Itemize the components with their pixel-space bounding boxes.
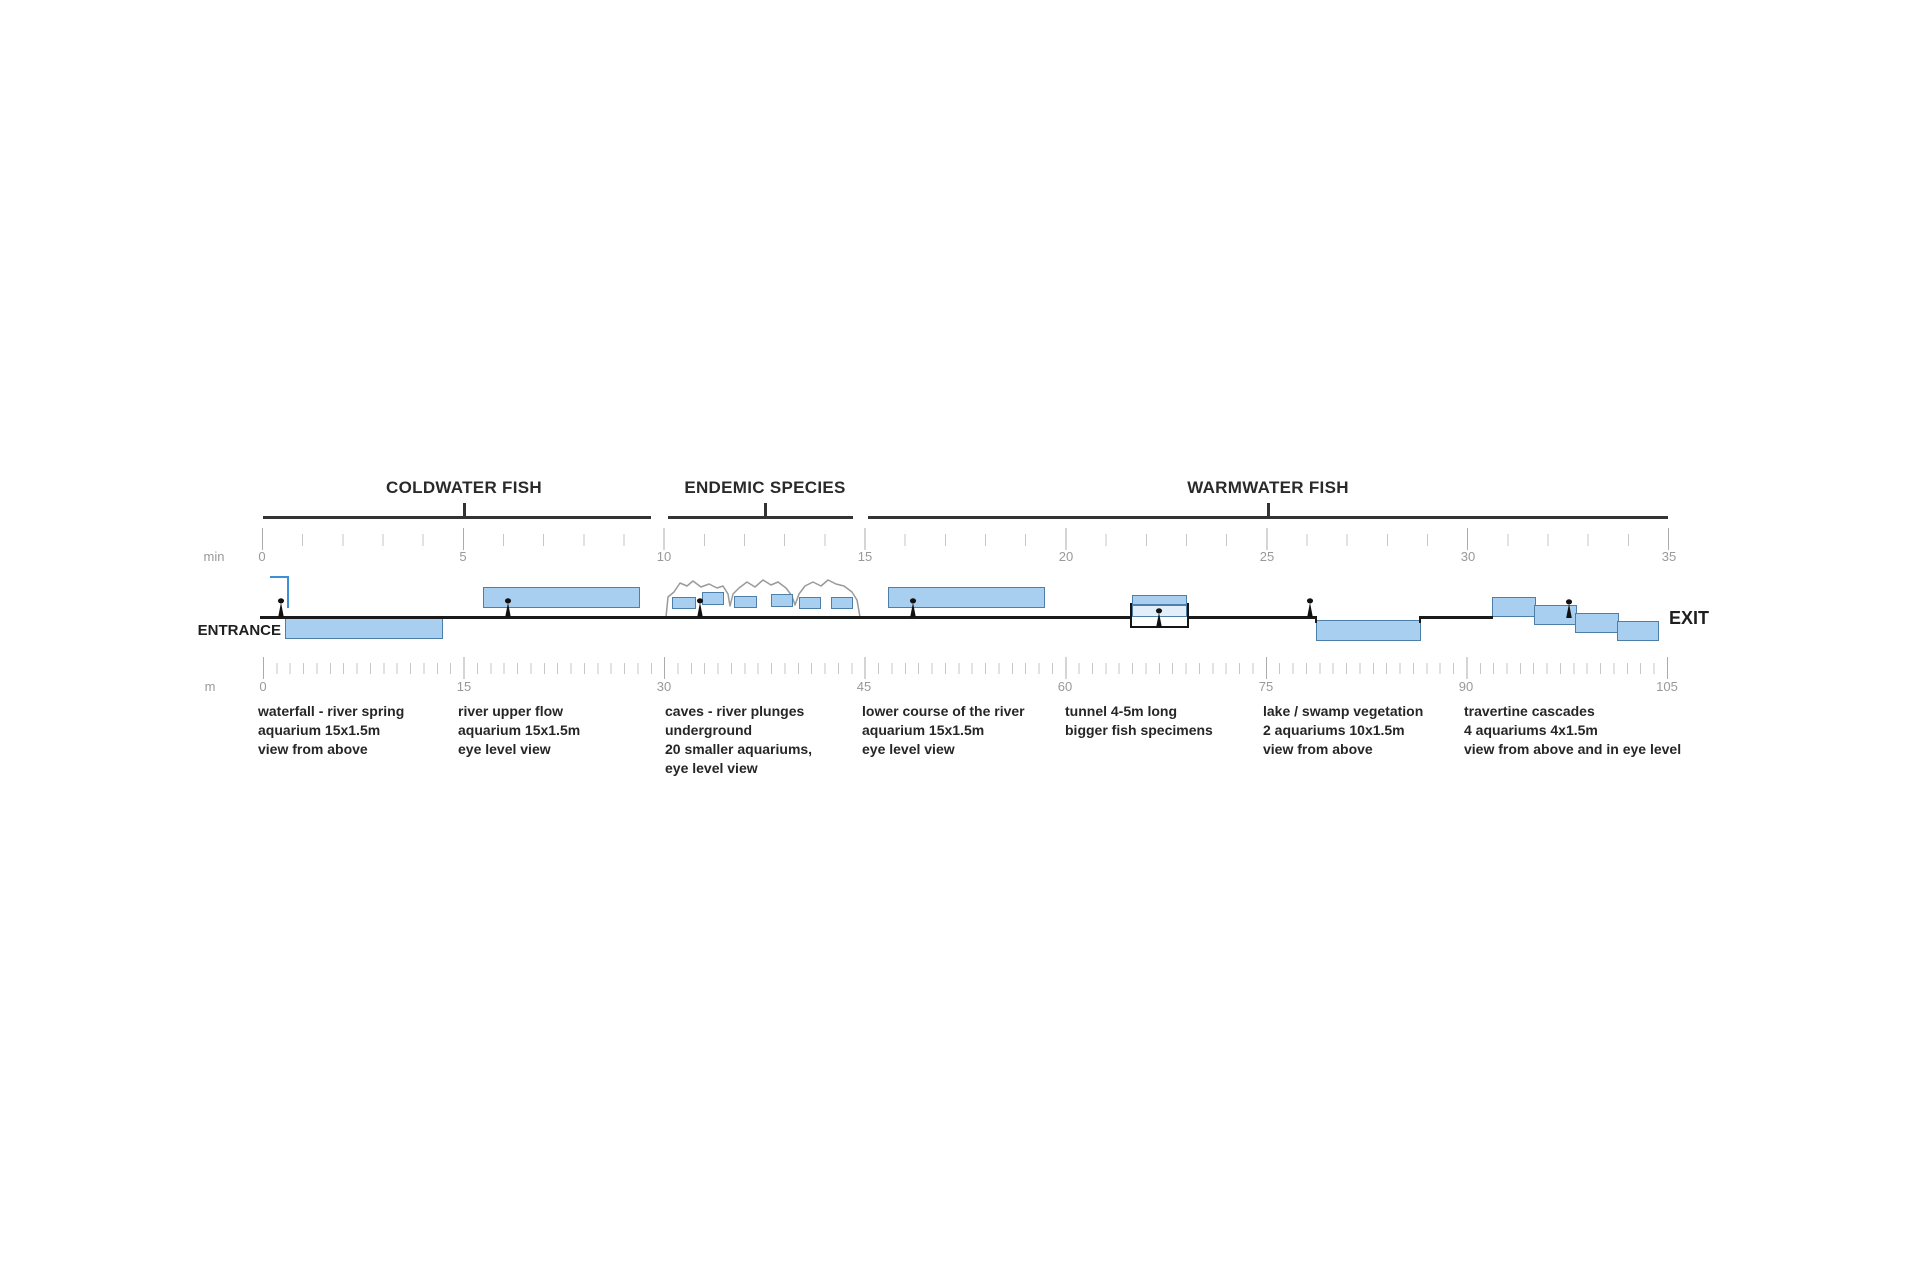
visitor-icon bbox=[1306, 598, 1314, 617]
tunnel-water-surface bbox=[1133, 596, 1186, 606]
minutes-ruler-major-ticks bbox=[262, 528, 1671, 550]
tank-lower-course bbox=[888, 587, 1045, 608]
minutes-tick-label: 0 bbox=[258, 549, 266, 564]
visitor-icon bbox=[277, 598, 285, 617]
section-bracket-tick bbox=[1267, 503, 1270, 517]
section-title-coldwater-fish: COLDWATER FISH bbox=[386, 478, 542, 497]
minutes-ruler-unit: min bbox=[203, 549, 225, 564]
path-step-up bbox=[1419, 616, 1421, 623]
visitor-icon bbox=[909, 598, 917, 617]
meters-tick-label: 15 bbox=[456, 679, 472, 694]
desc-travertine-cascades: travertine cascades 4 aquariums 4x1.5m v… bbox=[1464, 703, 1682, 757]
tank-cave-small-5 bbox=[799, 597, 821, 609]
tank-cave-small-4 bbox=[771, 594, 793, 607]
section-bracket-warmwater bbox=[868, 516, 1668, 519]
entrance-label: ENTRANCE bbox=[197, 622, 281, 639]
minutes-tick-label: 30 bbox=[1460, 549, 1476, 564]
section-title-warmwater-fish: WARMWATER FISH bbox=[1187, 478, 1349, 497]
section-bracket-endemic bbox=[668, 516, 853, 519]
tank-waterfall-river-spring bbox=[285, 617, 443, 639]
minutes-tick-label: 15 bbox=[857, 549, 873, 564]
tank-cave-small-2 bbox=[702, 592, 724, 605]
tank-river-upper-flow bbox=[483, 587, 640, 608]
tank-cascade-1 bbox=[1492, 597, 1536, 617]
meters-tick-label: 75 bbox=[1258, 679, 1274, 694]
minutes-tick-label: 5 bbox=[459, 549, 467, 564]
path-line bbox=[260, 616, 1132, 619]
meters-ruler-major-ticks bbox=[263, 657, 1669, 679]
path-line bbox=[1421, 616, 1493, 619]
meters-tick-label: 45 bbox=[856, 679, 872, 694]
visitor-icon bbox=[1565, 599, 1573, 618]
minutes-tick-label: 25 bbox=[1259, 549, 1275, 564]
path-step-down bbox=[1315, 616, 1317, 623]
minutes-tick-label: 20 bbox=[1058, 549, 1074, 564]
tank-cave-small-6 bbox=[831, 597, 853, 609]
waterfall-inflow-icon bbox=[270, 576, 289, 608]
desc-tunnel: tunnel 4-5m long bigger fish specimens bbox=[1065, 703, 1213, 738]
meters-tick-label: 0 bbox=[259, 679, 267, 694]
section-bracket-tick bbox=[463, 503, 466, 517]
tank-cascade-4 bbox=[1617, 621, 1659, 641]
tank-lake-swamp bbox=[1316, 620, 1421, 641]
meters-tick-label: 90 bbox=[1458, 679, 1474, 694]
section-bracket-coldwater bbox=[263, 516, 651, 519]
meters-tick-label: 105 bbox=[1656, 679, 1678, 694]
meters-ruler-unit: m bbox=[204, 679, 216, 694]
tank-cascade-3 bbox=[1575, 613, 1619, 633]
desc-lower-course: lower course of the river aquarium 15x1.… bbox=[862, 703, 1025, 757]
path-line bbox=[1187, 616, 1317, 619]
exit-label: EXIT bbox=[1669, 608, 1710, 628]
tank-cave-small-1 bbox=[672, 597, 696, 609]
desc-caves: caves - river plunges underground 20 sma… bbox=[665, 703, 813, 776]
tank-cave-small-3 bbox=[734, 596, 757, 608]
tunnel-frame bbox=[1130, 603, 1189, 628]
minutes-tick-label: 10 bbox=[656, 549, 672, 564]
desc-river-upper-flow: river upper flow aquarium 15x1.5m eye le… bbox=[458, 703, 581, 757]
visitor-icon bbox=[696, 598, 704, 617]
desc-lake-swamp: lake / swamp vegetation 2 aquariums 10x1… bbox=[1263, 703, 1424, 757]
minutes-tick-label: 35 bbox=[1661, 549, 1677, 564]
visitor-icon bbox=[504, 598, 512, 617]
section-bracket-tick bbox=[764, 503, 767, 517]
tunnel-water bbox=[1132, 595, 1187, 617]
visitor-icon bbox=[1155, 608, 1163, 627]
desc-waterfall-river-spring: waterfall - river spring aquarium 15x1.5… bbox=[258, 703, 405, 757]
meters-tick-label: 30 bbox=[656, 679, 672, 694]
section-title-endemic-species: ENDEMIC SPECIES bbox=[684, 478, 846, 497]
meters-tick-label: 60 bbox=[1057, 679, 1073, 694]
